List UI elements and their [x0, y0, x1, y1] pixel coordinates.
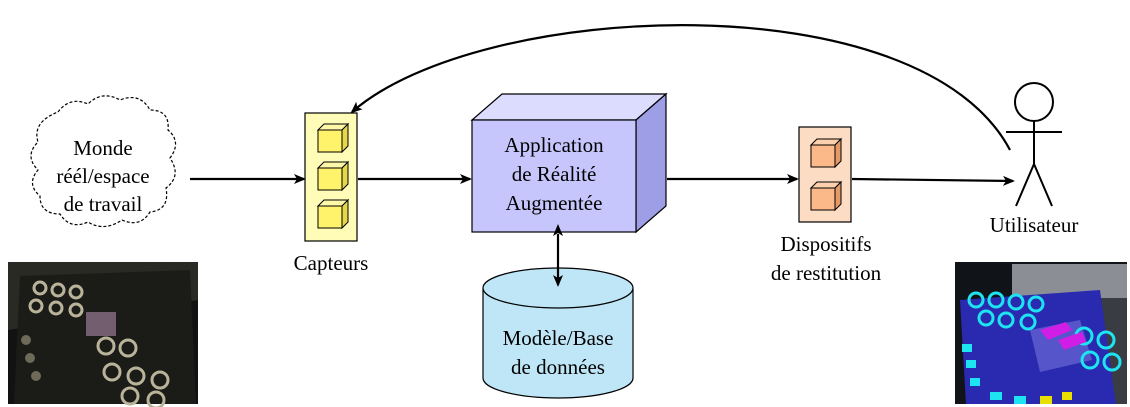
world-label-line2: réél/espace — [56, 164, 149, 188]
app-label-line1: Application — [504, 133, 604, 157]
raw-workspace-photo — [8, 262, 198, 407]
database-label-line1: Modèle/Base — [503, 326, 614, 350]
sensor-cube-icon — [316, 160, 350, 192]
output-label-line1: Dispositifs — [780, 232, 871, 256]
sensor-cube-icon — [316, 198, 350, 230]
output-label-line2: de restitution — [771, 261, 882, 285]
ar-application-node: Application de Réalité Augmentée — [470, 92, 668, 234]
output-cube-icon — [809, 180, 843, 212]
app-label-line2: de Réalité — [512, 162, 597, 186]
app-label-line3: Augmentée — [506, 191, 603, 215]
output-cube-icon — [809, 137, 843, 169]
world-label-line3: de travail — [64, 192, 143, 216]
sensors-label: Capteurs — [294, 251, 369, 275]
arrow-user-to-sensors — [350, 24, 1011, 151]
sensor-cube-icon — [316, 122, 350, 154]
user-node: Utilisateur — [990, 82, 1079, 237]
user-stick-figure-icon — [1006, 82, 1062, 207]
output-devices-node: Dispositifs de restitution — [771, 126, 882, 285]
world-label-line1: Monde — [73, 136, 133, 160]
database-node: Modèle/Base de données — [482, 267, 634, 399]
sensors-node: Capteurs — [294, 112, 369, 275]
user-label: Utilisateur — [990, 213, 1079, 237]
arrow-output-to-user — [851, 175, 1015, 186]
database-label-line2: de données — [511, 355, 605, 379]
world-cloud: Monde réél/espace de travail — [30, 95, 177, 228]
augmented-workspace-photo — [955, 262, 1127, 404]
connectors — [190, 24, 1015, 287]
